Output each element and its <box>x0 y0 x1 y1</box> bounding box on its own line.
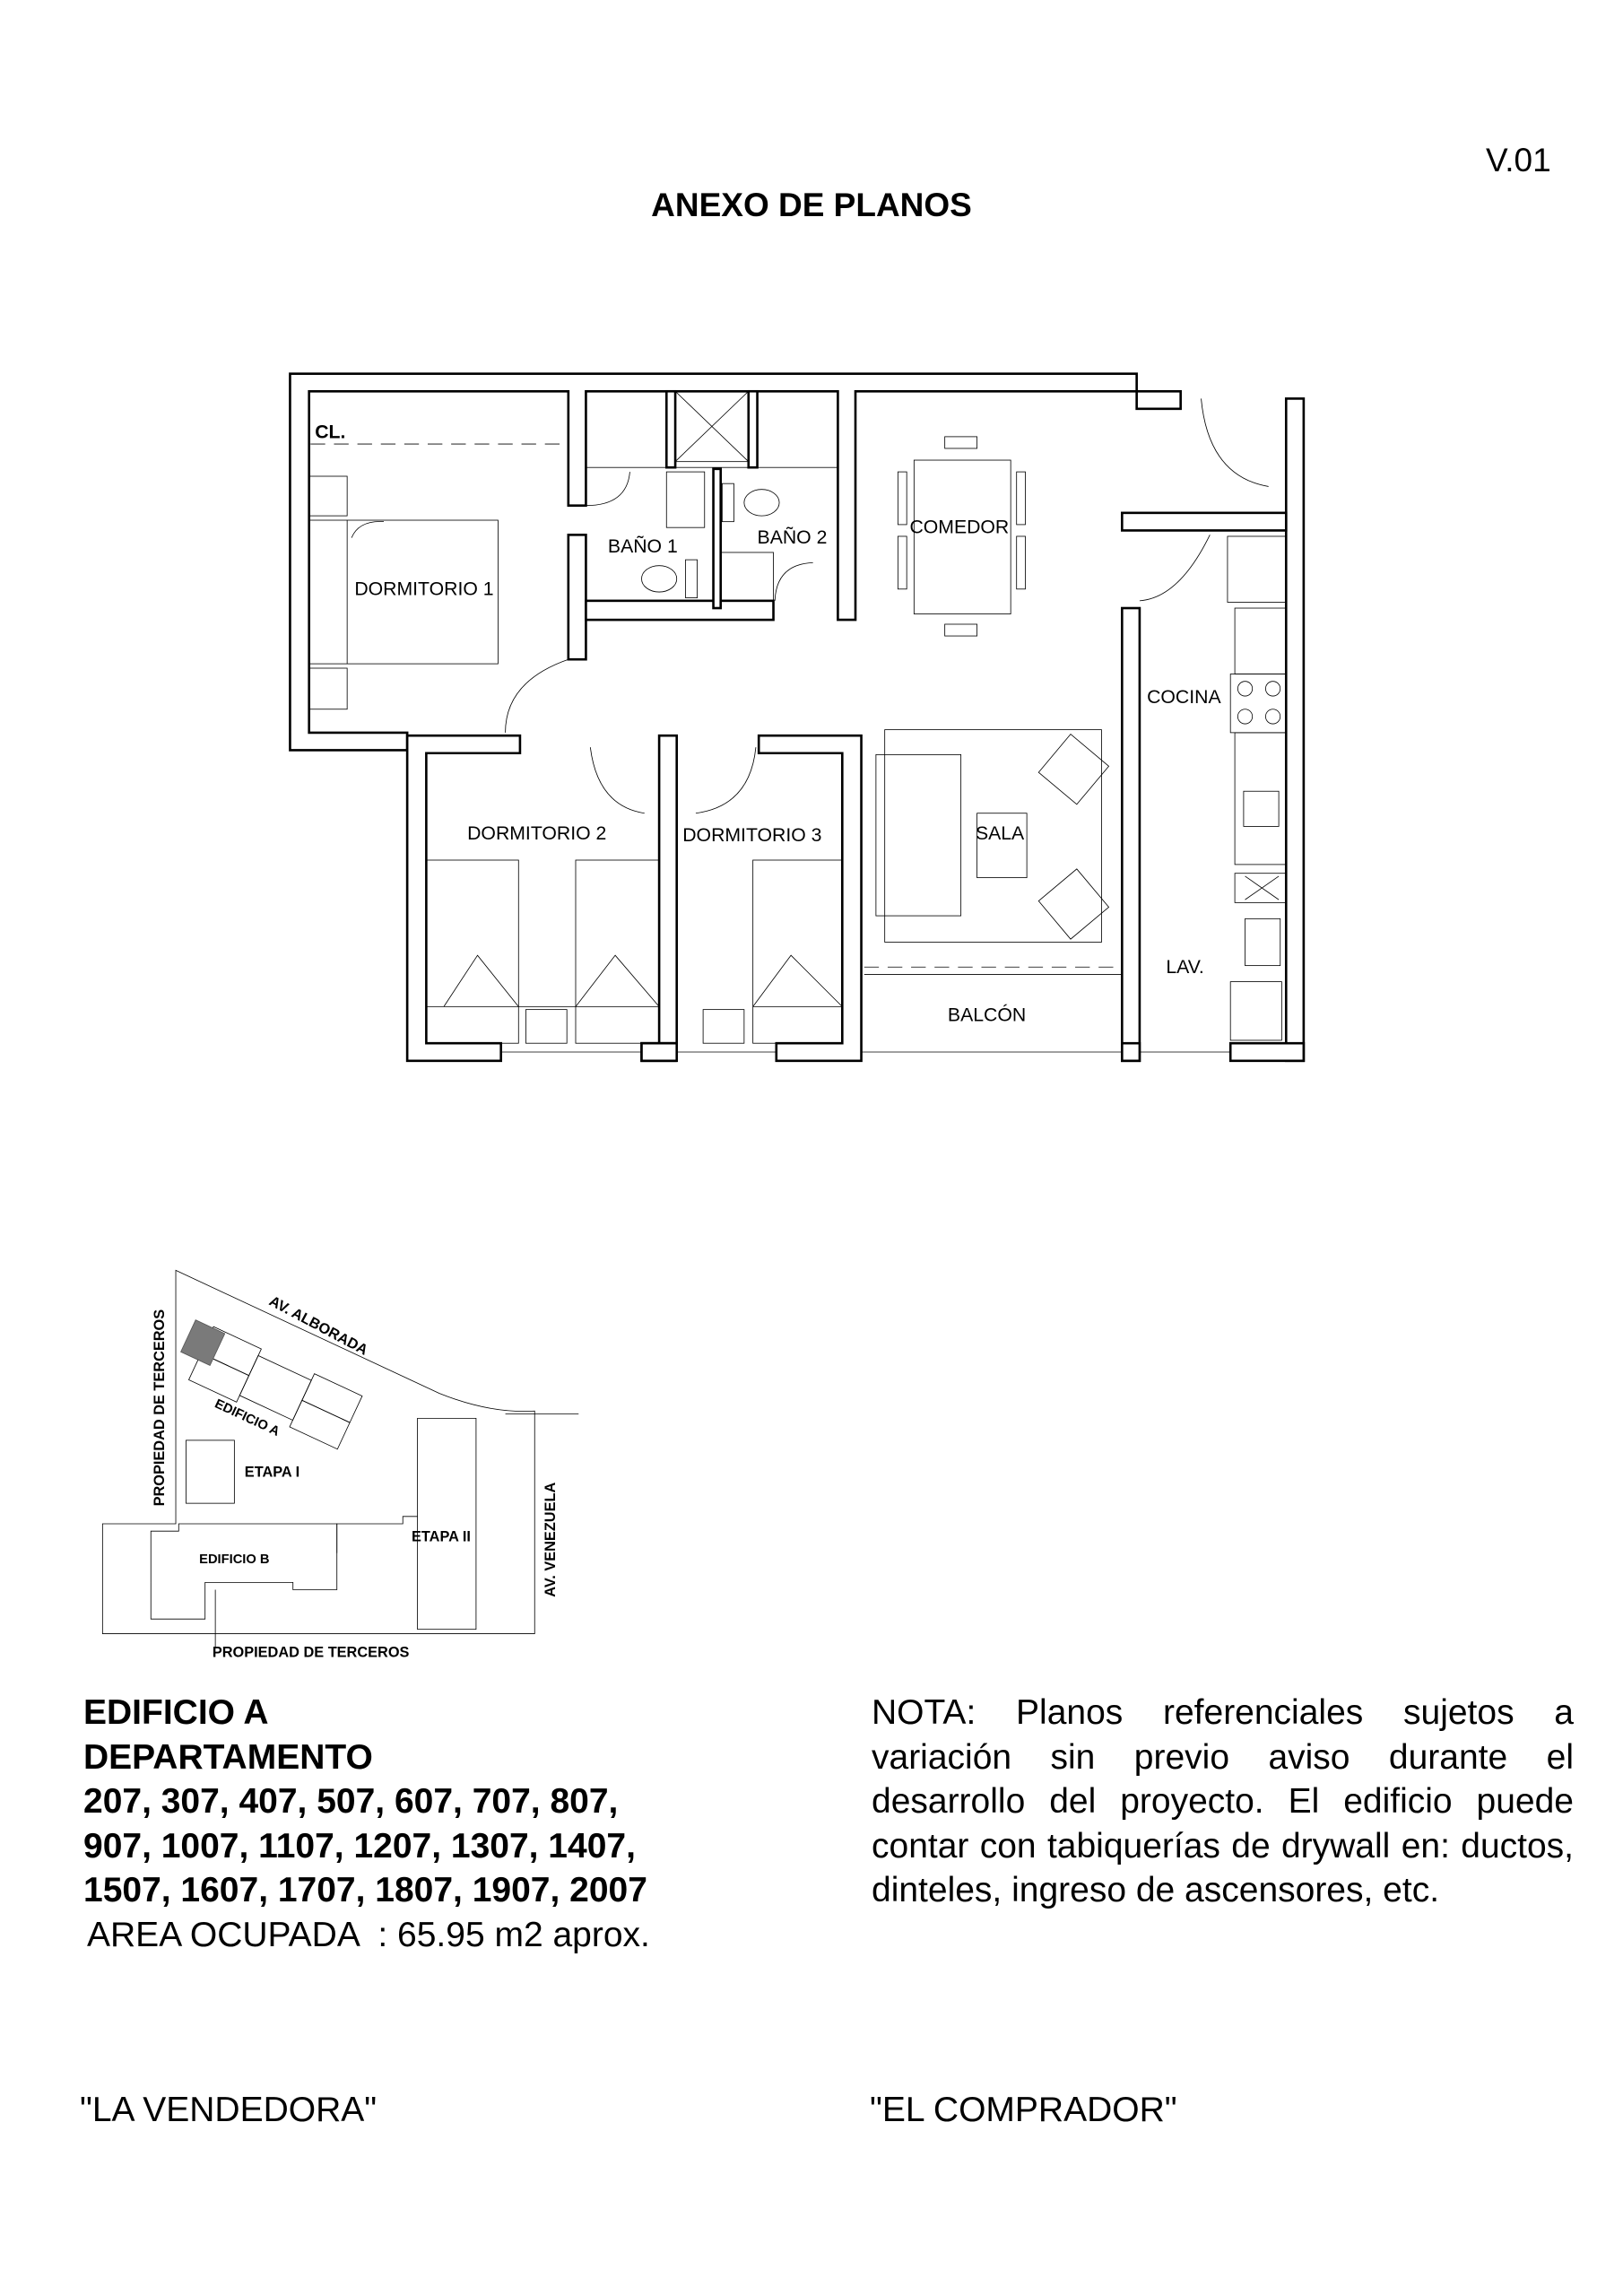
etapa-1-block <box>186 1439 235 1504</box>
label-edificio-a: EDIFICIO A <box>213 1396 282 1439</box>
laundry-sink <box>1245 918 1281 967</box>
label-etapa-1: ETAPA I <box>245 1465 299 1481</box>
toilet-bath1 <box>641 565 678 593</box>
label-closet: CL. <box>315 422 345 443</box>
walls <box>289 372 1306 1063</box>
living-rug <box>884 729 1102 943</box>
dining-table <box>913 459 1011 614</box>
coffee-table <box>976 813 1028 879</box>
label-etapa-2: ETAPA II <box>412 1529 471 1545</box>
sink-bath2 <box>720 552 774 606</box>
label-lavanderia: LAV. <box>1166 957 1203 978</box>
label-av-alborada: AV. ALBORADA <box>266 1293 370 1359</box>
unit-info: EDIFICIO A DEPARTAMENTO 207, 307, 407, 5… <box>83 1691 819 1957</box>
toilet-bath2 <box>743 489 780 517</box>
label-cocina: COCINA <box>1147 687 1221 708</box>
site-plan: PROPIEDAD DE TERCEROS AV. ALBORADA EDIFI… <box>101 1269 579 1661</box>
edificio-a-shape <box>180 1319 363 1450</box>
label-sala: SALA <box>976 823 1025 844</box>
disclaimer-note: NOTA: Planos referenciales sujetos a var… <box>872 1693 1574 1909</box>
unit-highlight <box>180 1319 226 1366</box>
area-ocupada: AREA OCUPADA : 65.95 m2 aprox. <box>87 1915 650 1954</box>
unit-numbers-line: 207, 307, 407, 507, 607, 707, 807, <box>83 1782 619 1821</box>
sink-bath1 <box>665 471 706 528</box>
floor-plan: CL. DORMITORIO 1 BAÑO 1 BAÑO 2 COMEDOR C… <box>289 372 1306 1063</box>
signature-seller: "LA VENDEDORA" <box>80 2091 378 2129</box>
unit-numbers-line: 1507, 1607, 1707, 1807, 1907, 2007 <box>83 1871 647 1909</box>
label-bano-1: BAÑO 1 <box>608 535 678 557</box>
label-dormitorio-3: DORMITORIO 3 <box>682 825 821 846</box>
label-dormitorio-2: DORMITORIO 2 <box>467 823 606 844</box>
label-dormitorio-1: DORMITORIO 1 <box>354 578 493 599</box>
unit-numbers-line: 907, 1007, 1107, 1207, 1307, 1407, <box>83 1826 636 1866</box>
version-label: V.01 <box>1486 142 1551 178</box>
label-bottom-boundary: PROPIEDAD DE TERCEROS <box>213 1645 410 1661</box>
room-labels: CL. DORMITORIO 1 BAÑO 1 BAÑO 2 COMEDOR C… <box>315 422 1221 1026</box>
label-edificio-b: EDIFICIO B <box>199 1552 269 1567</box>
edificio-b-shape <box>150 1523 338 1620</box>
label-left-boundary: PROPIEDAD DE TERCEROS <box>152 1309 168 1507</box>
page-title: ANEXO DE PLANOS <box>651 187 972 223</box>
label-balcon: BALCÓN <box>948 1004 1026 1026</box>
sofa <box>875 753 962 917</box>
unit-label: DEPARTAMENTO <box>83 1737 373 1777</box>
site-boundary <box>101 1269 535 1634</box>
building-name: EDIFICIO A <box>83 1693 269 1732</box>
etapa-2-shape <box>336 1417 477 1631</box>
kitchen-sink <box>1243 790 1280 827</box>
signature-buyer: "EL COMPRADOR" <box>870 2091 1177 2129</box>
label-av-venezuela: AV. VENEZUELA <box>542 1483 559 1597</box>
label-bano-2: BAÑO 2 <box>758 526 828 548</box>
label-comedor: COMEDOR <box>909 517 1009 538</box>
